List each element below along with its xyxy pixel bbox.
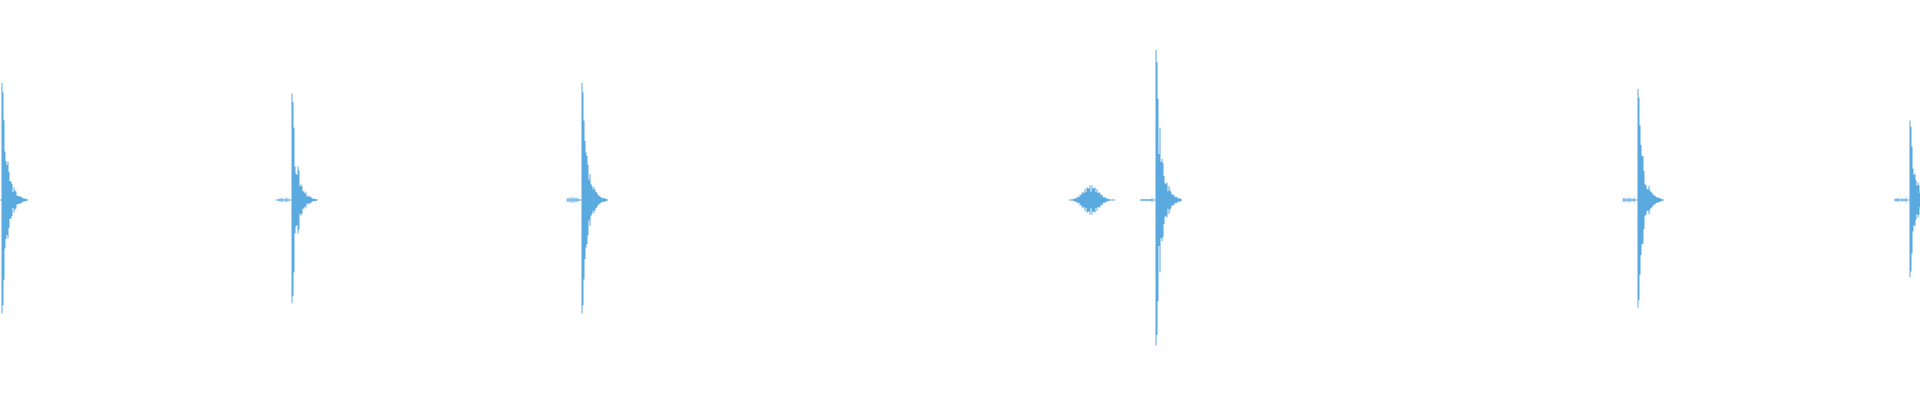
waveform-events — [0, 50, 1920, 346]
waveform-click — [1894, 120, 1920, 278]
waveform-trace — [566, 83, 608, 314]
waveform-trace — [0, 83, 28, 314]
waveform-click — [566, 83, 608, 314]
waveform-click — [1622, 89, 1664, 308]
waveform-click — [1140, 50, 1182, 346]
waveform-burst — [1069, 185, 1115, 215]
waveform-trace — [1622, 89, 1664, 308]
waveform-trace — [1069, 185, 1115, 215]
waveform-trace — [1140, 50, 1182, 346]
center-line — [0, 0, 1920, 200]
waveform-trace — [276, 93, 318, 304]
waveform-click — [276, 93, 318, 304]
waveform-trace — [1894, 120, 1920, 278]
waveform-click — [0, 83, 28, 314]
